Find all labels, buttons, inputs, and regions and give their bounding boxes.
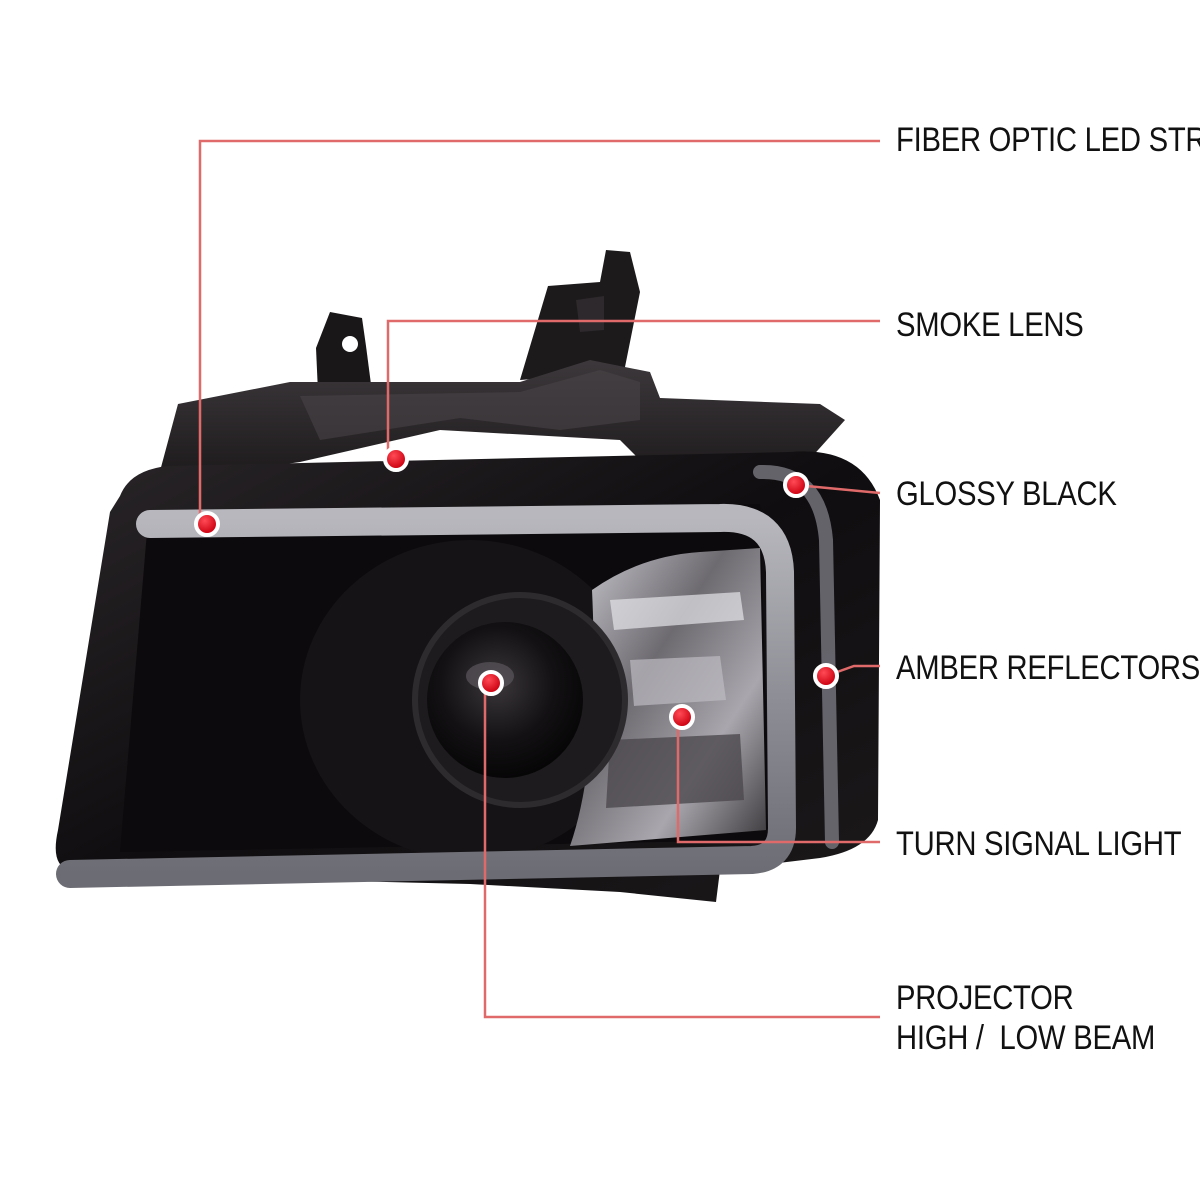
label-projector: PROJECTOR HIGH / LOW BEAM [896,978,1155,1058]
leader-projector [483,683,880,1019]
mounting-bracket-left [316,312,372,392]
marker-dot-glossy-black [783,472,809,498]
label-projector-line1: PROJECTOR [896,979,1074,1017]
marker-dot-fiber-optic [194,511,220,537]
label-glossy-black: GLOSSY BLACK [896,475,1117,513]
leader-turn-signal [676,717,880,844]
leader-fiber-optic [198,139,880,524]
callout-markers [194,446,839,730]
label-amber-reflectors: AMBER REFLECTORS [896,649,1200,687]
marker-dot-turn-signal [669,704,695,730]
marker-dot-projector [478,670,504,696]
marker-dot-smoke-lens [383,446,409,472]
leader-glossy-black [795,483,881,495]
label-turn-signal-light: TURN SIGNAL LIGHT [896,825,1182,863]
fiber-optic-led-strip [56,503,796,888]
leader-lines [198,139,881,1019]
projector-lens [412,592,628,808]
leader-smoke-lens [386,319,880,459]
marker-dot-amber-reflectors [813,663,839,689]
mounting-bracket-right [520,250,640,380]
label-projector-line2: HIGH / LOW BEAM [896,1019,1156,1057]
label-fiber-optic-led-strip: FIBER OPTIC LED STRIP [896,121,1200,159]
label-smoke-lens: SMOKE LENS [896,306,1084,344]
smoke-lens-housing [156,360,845,486]
